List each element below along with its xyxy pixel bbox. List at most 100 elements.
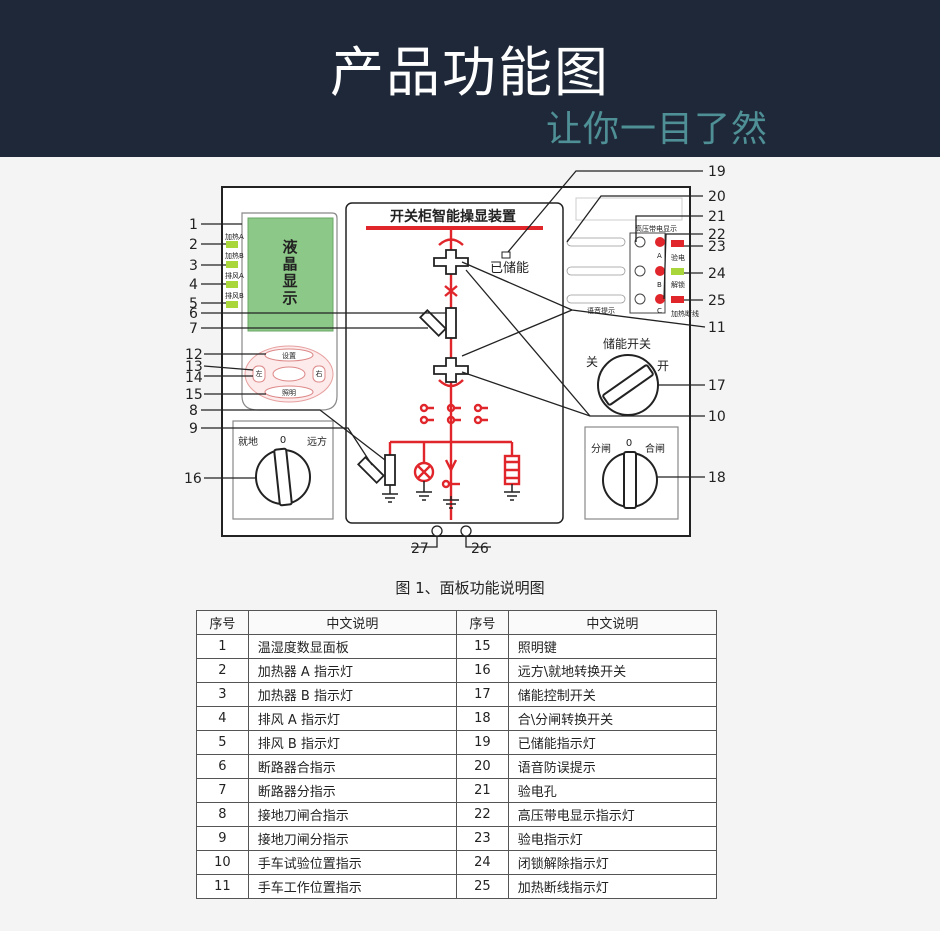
stored-energy-label: 已储能: [490, 261, 529, 276]
page-title: 产品功能图: [330, 41, 610, 104]
top-right-window: [575, 197, 683, 221]
lcd-char-1: 液: [282, 238, 298, 256]
row-no: 2: [196, 658, 249, 683]
bottom-hole-27: [431, 525, 443, 537]
center-key[interactable]: [272, 366, 306, 382]
indicator-heat-a: [226, 241, 238, 248]
earth-switch-open-indicator: [356, 455, 386, 485]
row-no: 23: [456, 826, 509, 851]
indicator-heat-b: [226, 261, 238, 268]
legend-header-row: 序号 中文说明 序号 中文说明: [196, 610, 718, 635]
row-no: 7: [196, 778, 249, 803]
right-key-label: 右: [316, 369, 323, 378]
local-remote-knob-handle: [273, 447, 293, 507]
row-desc: 高压带电显示指示灯: [507, 802, 718, 827]
callout-7: 7: [189, 321, 198, 337]
indicator-label-fan-b: 排风B: [225, 291, 244, 300]
storage-switch-off: 关: [586, 355, 598, 369]
row-desc: 已储能指示灯: [507, 730, 718, 755]
heat-break-indicator-label: 加热断线: [671, 309, 699, 318]
row-no: 3: [196, 682, 249, 707]
light-key-label: 照明: [282, 389, 296, 397]
row-desc: 验电孔: [507, 778, 718, 803]
row-desc: 排风 B 指示灯: [247, 730, 458, 755]
callout-25: 25: [708, 293, 726, 309]
setup-key-label: 设置: [282, 351, 296, 360]
hv-test-holes: [634, 236, 646, 305]
voice-prompt-label: 语音提示: [587, 306, 615, 315]
hv-strips: [566, 237, 626, 304]
callout-6: 6: [189, 306, 198, 322]
row-no: 8: [196, 802, 249, 827]
earth-switch-close-indicator: [384, 454, 396, 486]
row-desc: 储能控制开关: [507, 682, 718, 707]
row-no: 1: [196, 634, 249, 659]
row-desc: 加热器 B 指示灯: [247, 682, 458, 707]
figure-caption: 图 1、面板功能说明图: [395, 579, 545, 597]
callout-9: 9: [189, 421, 198, 437]
row-desc: 远方\就地转换开关: [507, 658, 718, 683]
header-desc-2: 中文说明: [507, 610, 718, 635]
light-key[interactable]: [264, 385, 314, 399]
lcd-display: [247, 217, 334, 332]
hv-phase-a: A: [657, 252, 662, 260]
row-no: 10: [196, 850, 249, 875]
row-desc: 接地刀闸分指示: [247, 826, 458, 851]
row-no: 25: [456, 874, 509, 899]
open-label: 分闸: [591, 442, 611, 455]
callout-22: 22: [708, 227, 726, 243]
row-desc: 加热断线指示灯: [507, 874, 718, 899]
callout-10: 10: [708, 409, 726, 425]
test-indicator-lamp: [671, 240, 684, 247]
stored-energy-lamp: [501, 251, 511, 259]
row-no: 17: [456, 682, 509, 707]
breaker-open-indicator: [418, 308, 448, 338]
keypad: 设置 左 右 照明: [244, 345, 334, 403]
row-no: 20: [456, 754, 509, 779]
callout-15: 15: [185, 387, 203, 403]
left-key-label: 左: [256, 369, 263, 378]
callout-20: 20: [708, 189, 726, 205]
lcd-char-2: 晶: [282, 255, 297, 273]
callout-23: 23: [708, 239, 726, 255]
setup-key[interactable]: [264, 348, 314, 362]
callout-13: 13: [185, 359, 203, 375]
breaker-close-indicator: [445, 307, 457, 339]
row-no: 22: [456, 802, 509, 827]
header-no-2: 序号: [456, 610, 509, 635]
storage-switch-on: 开: [657, 359, 669, 373]
row-desc: 语音防误提示: [507, 754, 718, 779]
row-no: 19: [456, 730, 509, 755]
close-label: 合闸: [645, 442, 665, 455]
switch-mid-label: 0: [280, 435, 286, 446]
row-no: 9: [196, 826, 249, 851]
row-no: 15: [456, 634, 509, 659]
left-key[interactable]: [252, 365, 266, 383]
panel-function-diagram: .ln { stroke: #222; stroke-width: 1.3; f…: [184, 164, 726, 557]
row-desc: 温湿度数显面板: [247, 634, 458, 659]
row-no: 5: [196, 730, 249, 755]
handcart-test-position: [433, 357, 469, 383]
right-key[interactable]: [312, 365, 326, 383]
callout-26: 26: [471, 541, 489, 557]
callout-12: 12: [185, 347, 203, 363]
header-no-1: 序号: [196, 610, 249, 635]
callout-11: 11: [708, 320, 726, 336]
test-indicator-label: 验电: [671, 253, 685, 262]
heat-break-indicator-lamp: [671, 296, 684, 303]
hv-panel-title: 高压带电显示: [635, 224, 677, 233]
unlock-indicator-lamp: [671, 268, 684, 275]
lcd-char-3: 显: [282, 272, 297, 290]
row-desc: 接地刀闸合指示: [247, 802, 458, 827]
row-no: 4: [196, 706, 249, 731]
row-no: 11: [196, 874, 249, 899]
row-no: 21: [456, 778, 509, 803]
